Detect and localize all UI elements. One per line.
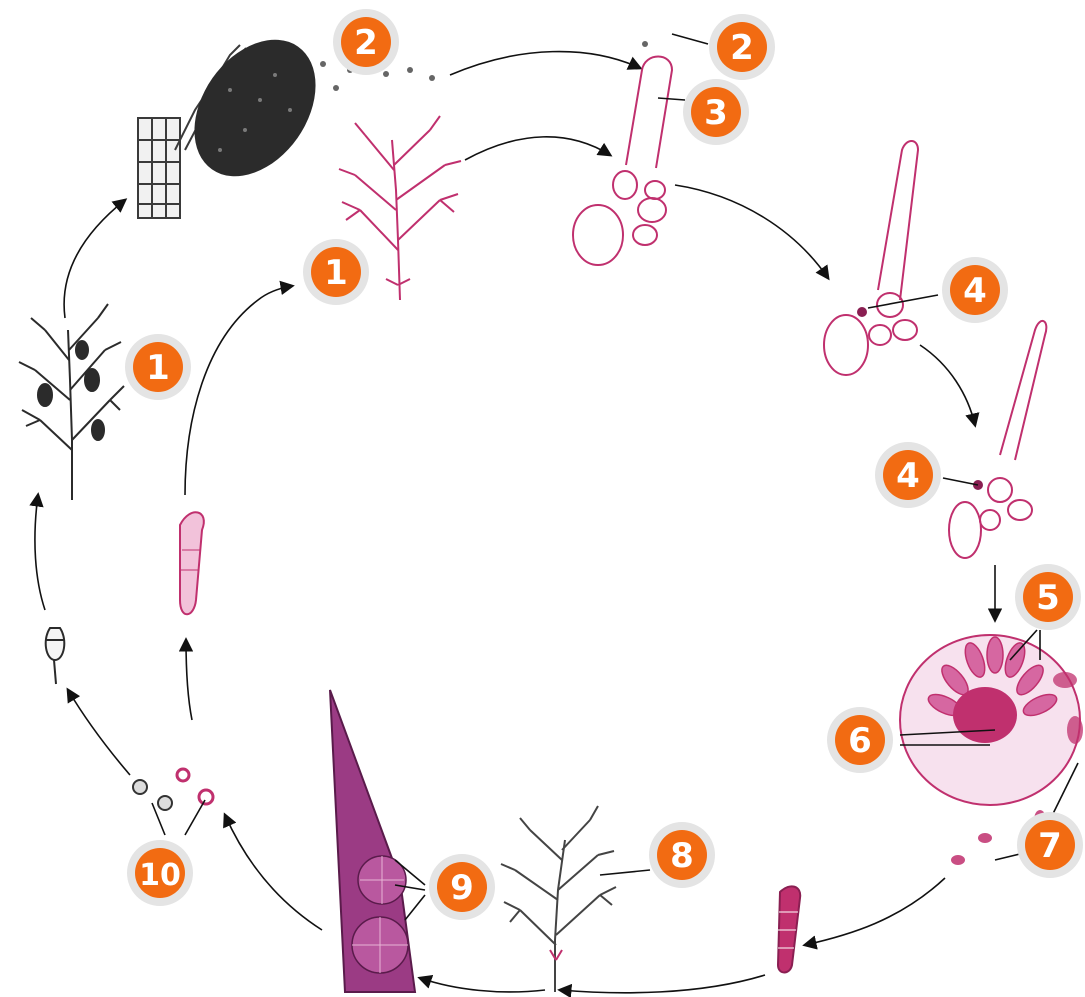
arrow-germling-to-haploid-plant xyxy=(35,495,45,610)
badge-8-tetrasporophyte-label: 8 xyxy=(670,836,694,876)
arrow-tetraspore-to-germling-right xyxy=(186,640,192,720)
badge-9-tetrasporangia: 9 xyxy=(429,854,495,920)
badge-1-haploid-plant-label: 1 xyxy=(146,348,170,388)
haploid-plant-illustration xyxy=(19,304,124,500)
spermatangium-illustration xyxy=(138,17,341,218)
badge-2-spores-label: 2 xyxy=(354,23,378,63)
badge-7-carpospores: 7 xyxy=(1017,812,1083,878)
arrow-germling-to-sporophyte xyxy=(560,975,765,993)
badge-9-tetrasporangia-label: 9 xyxy=(450,868,474,908)
arrow-sporophyte-to-sporangia xyxy=(420,978,545,992)
badge-5-gonimoblast-label: 5 xyxy=(1036,578,1060,618)
arrow-fertilization-to-zygote xyxy=(675,185,828,278)
arrow-spores-to-trichogyne xyxy=(450,52,640,75)
arrow-tetraspore-to-germling-left xyxy=(68,690,130,775)
spermatangium-sac xyxy=(169,17,340,200)
tetraspore-germling-right xyxy=(180,512,204,614)
badge-2-spores: 2 xyxy=(333,9,399,75)
badge-1-diploid-plant-label: 1 xyxy=(324,253,348,293)
badge-5-gonimoblast: 5 xyxy=(1015,564,1081,630)
badge-7-carpospores-label: 7 xyxy=(1038,826,1062,866)
gonimoblast-cystocarp xyxy=(900,635,1083,805)
tetrasporophyte-illustration xyxy=(501,806,616,992)
badge-4-zygote: 4 xyxy=(942,257,1008,323)
badge-8-tetrasporophyte: 8 xyxy=(649,822,715,888)
carpogonium-with-trichogyne xyxy=(573,57,672,266)
badge-4-zygote-migrating: 4 xyxy=(875,442,941,508)
zygote-stage xyxy=(824,141,918,375)
tetrasporangia-branch xyxy=(330,690,415,992)
arrow-zygote-to-migration xyxy=(920,345,975,425)
badge-10-tetraspores: 10 xyxy=(127,840,193,906)
tetraspores-magenta xyxy=(177,769,213,804)
badge-6-cystocarp-label: 6 xyxy=(848,721,872,761)
badge-1-haploid-plant: 1 xyxy=(125,334,191,400)
badge-2-spermatia-label: 2 xyxy=(730,28,754,68)
badge-3-trichogyne: 3 xyxy=(683,79,749,145)
badge-1-diploid-plant: 1 xyxy=(303,239,369,305)
carpospore-germling xyxy=(778,886,800,972)
zygote-migrating xyxy=(949,321,1046,558)
badge-4-zygote-migrating-label: 4 xyxy=(896,456,920,496)
badge-4-zygote-label: 4 xyxy=(963,271,987,311)
badge-3-trichogyne-label: 3 xyxy=(704,93,728,133)
arrow-germling-to-diploid-plant xyxy=(185,286,292,495)
badge-2-spermatia: 2 xyxy=(709,14,775,80)
badge-6-cystocarp: 6 xyxy=(827,707,893,773)
badge-10-tetraspores-label: 10 xyxy=(139,858,181,893)
arrow-carpospores-to-germling xyxy=(805,878,945,945)
arrow-plant-to-trichogyne xyxy=(465,137,610,160)
arrow-sporangia-to-tetraspores xyxy=(225,815,322,930)
arrow-plant-to-spermatangia xyxy=(64,200,125,318)
tetraspore-germling-left xyxy=(46,628,65,684)
gonimoblast-centre xyxy=(953,687,1017,743)
